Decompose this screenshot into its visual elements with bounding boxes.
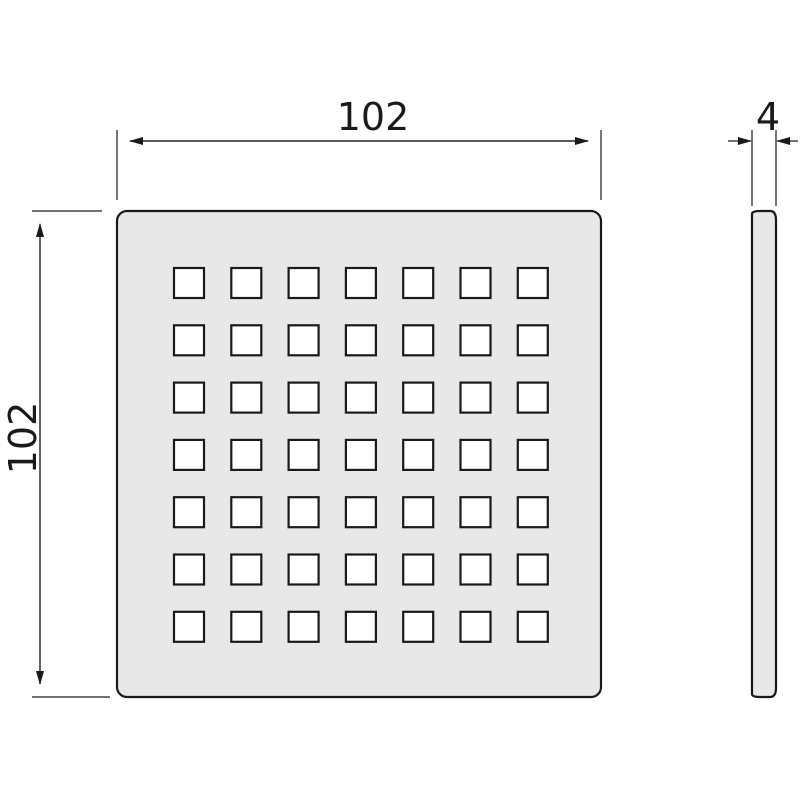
- width-label: 102: [337, 95, 410, 139]
- height-dimension: 102: [1, 210, 110, 698]
- grate-hole: [344, 610, 377, 643]
- grate-hole: [172, 496, 206, 529]
- grate-hole: [287, 553, 320, 586]
- grate-hole: [230, 438, 263, 471]
- grate-hole: [172, 324, 206, 357]
- thickness-dimension: 4: [728, 95, 798, 206]
- grate-hole: [402, 553, 435, 586]
- grate-hole: [402, 496, 435, 529]
- grate-hole: [344, 438, 377, 471]
- grate-hole: [287, 496, 320, 529]
- grate-hole: [516, 610, 549, 643]
- grate-hole: [516, 266, 549, 300]
- thickness-label: 4: [756, 95, 780, 139]
- grate-side-profile: [750, 209, 778, 699]
- grate-hole: [402, 266, 435, 300]
- grate-hole: [287, 438, 320, 471]
- grate-hole: [230, 381, 263, 414]
- grate-hole: [459, 610, 492, 643]
- grate-hole: [516, 381, 549, 414]
- grate-hole: [402, 438, 435, 471]
- grate-hole: [287, 324, 320, 357]
- grate-side-view: [750, 209, 778, 699]
- grate-hole: [344, 381, 377, 414]
- grate-hole: [172, 438, 206, 471]
- grate-hole: [459, 324, 492, 357]
- height-label: 102: [1, 402, 45, 475]
- grate-hole: [402, 381, 435, 414]
- grate-hole: [230, 266, 263, 300]
- width-dimension: 102: [116, 95, 602, 200]
- grate-hole: [287, 610, 320, 643]
- grate-hole: [172, 266, 206, 300]
- grate-hole: [230, 553, 263, 586]
- grate-hole: [402, 610, 435, 643]
- grate-hole: [344, 324, 377, 357]
- grate-hole: [459, 266, 492, 300]
- grate-hole: [459, 496, 492, 529]
- grate-hole: [516, 438, 549, 471]
- grate-hole: [172, 553, 206, 586]
- grate-hole: [230, 496, 263, 529]
- grate-hole: [344, 553, 377, 586]
- grate-hole: [287, 381, 320, 414]
- grate-hole: [516, 496, 549, 529]
- grate-hole: [344, 496, 377, 529]
- grate-hole: [230, 324, 263, 357]
- grate-hole: [516, 324, 549, 357]
- grate-hole: [516, 553, 549, 586]
- grate-hole: [172, 610, 206, 643]
- grate-hole: [459, 553, 492, 586]
- grate-hole: [459, 438, 492, 471]
- grate-hole: [459, 381, 492, 414]
- grate-hole: [172, 381, 206, 414]
- grate-holes: [172, 266, 549, 643]
- grate-hole: [230, 610, 263, 643]
- grate-hole: [287, 266, 320, 300]
- grate-hole: [402, 324, 435, 357]
- grate-hole: [344, 266, 377, 300]
- grate-front-view: [115, 209, 603, 699]
